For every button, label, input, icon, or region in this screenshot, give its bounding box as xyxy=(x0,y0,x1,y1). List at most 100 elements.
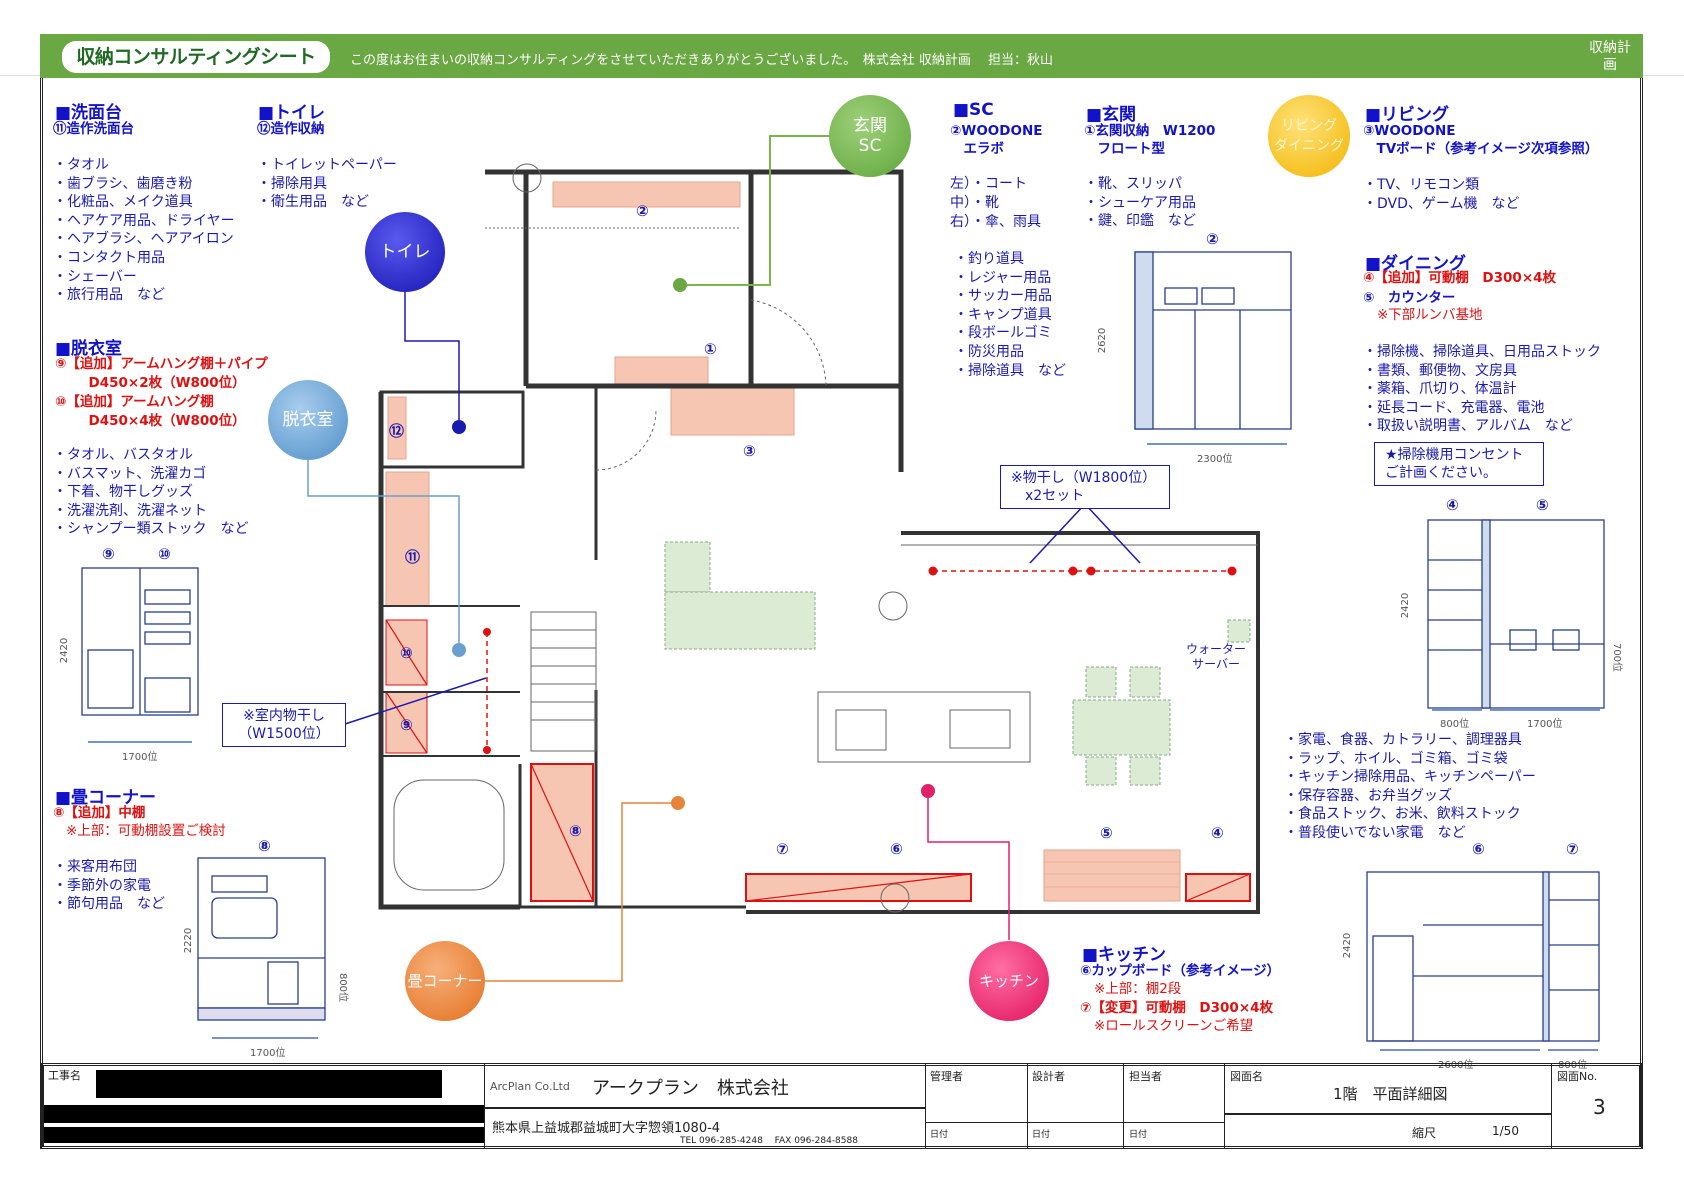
plan-label-4: ④ xyxy=(1211,824,1224,842)
list-item: トイレットペーパー xyxy=(257,156,397,175)
laundry-note: ※物干し（W1800位） x2セット xyxy=(1000,465,1170,509)
list-item: 防災用品 xyxy=(954,343,1066,362)
kitchen-island xyxy=(817,691,1031,763)
storage-12 xyxy=(387,396,407,460)
living-item1: ③WOODONE xyxy=(1363,123,1456,139)
list-item: レジャー用品 xyxy=(954,269,1066,288)
elev-label-9: ⑨ xyxy=(102,545,115,563)
list-item: 掃除道具 など xyxy=(954,362,1066,381)
toilet-item: ⑫造作収納 xyxy=(257,121,325,137)
genkan-list: 靴、スリッパシューケア用品鍵、印鑑 など xyxy=(1084,175,1196,231)
kitchen-note6: ※上部：棚2段 xyxy=(1094,981,1182,997)
laundry-note-line1: ※物干し（W1800位） xyxy=(1011,470,1157,486)
dining-width-1: 800位 xyxy=(1440,719,1470,730)
tatami-note: ※上部：可動棚設置ご検討 xyxy=(66,823,226,839)
outlet-note-line2: ご計画ください。 xyxy=(1385,465,1497,481)
date-label-3: 日付 xyxy=(1129,1130,1148,1140)
elevation-6-7 xyxy=(1366,871,1600,1042)
indoor-dry-line2: （W1500位） xyxy=(238,726,330,742)
plan-label-2: ② xyxy=(636,202,649,220)
datsui-heading: ■脱衣室 xyxy=(55,339,123,359)
plan-label-5: ⑤ xyxy=(1100,824,1113,842)
plan-label-6: ⑥ xyxy=(890,840,903,858)
kitchen-red7: ⑦【変更】可動棚 D300×4枚 xyxy=(1080,1000,1274,1016)
greeting-text: この度はお住まいの収納コンサルティングをさせていただきありがとうございました。 … xyxy=(350,53,1053,68)
datsui-red-notes: ⑨【追加】アームハング棚＋パイプ D450×2枚（W800位） ⑩【追加】アーム… xyxy=(55,355,268,431)
list-item: 節句用品 など xyxy=(53,895,165,914)
plan-label-7: ⑦ xyxy=(776,840,789,858)
sc-position-center: 中）・靴 xyxy=(950,195,999,211)
datsui-width: 1700位 xyxy=(122,752,158,763)
company-name: アークプラン 株式会社 xyxy=(592,1078,789,1099)
list-item: 季節外の家電 xyxy=(53,877,165,896)
project-label: 工事名 xyxy=(48,1069,81,1082)
tb-divider xyxy=(484,1063,485,1149)
plan-label-10: ⑩ xyxy=(400,644,413,662)
tb-divider-2 xyxy=(1551,1063,1552,1149)
designer-label: 設計者 xyxy=(1032,1070,1065,1083)
outlet-note: ★掃除機用コンセント ご計画ください。 xyxy=(1374,442,1544,486)
dining-table xyxy=(1072,699,1171,756)
tb-cell xyxy=(1027,1063,1124,1149)
sc-position-left: 左）・コート xyxy=(950,176,1027,192)
datsui-red-3: ⑩【追加】アームハング棚 xyxy=(55,394,214,410)
elev-label-2: ② xyxy=(1206,230,1219,248)
list-item: 来客用布団 xyxy=(53,858,165,877)
sc-positions: 左）・コート 中）・靴 右）・傘、雨具 xyxy=(950,175,1041,232)
indoor-dry-note: ※室内物干し （W1500位） xyxy=(222,703,346,747)
list-item: ヘアブラシ、ヘアアイロン xyxy=(53,230,235,249)
plan-tag: 収納計画 xyxy=(1589,40,1631,73)
company-logo: ArcPlan Co.Ltd xyxy=(490,1080,570,1093)
datsui-red-1: ⑨【追加】アームハング棚＋パイプ xyxy=(55,356,268,372)
title-block xyxy=(41,1063,1642,1149)
dining-list: 掃除機、掃除道具、日用品ストック書類、郵便物、文房具薬箱、爪切り、体温計延長コー… xyxy=(1363,343,1601,436)
tatami-red: ⑧【追加】中棚 xyxy=(53,805,146,821)
kitchen-heading: ■キッチン xyxy=(1082,945,1167,965)
elev-label-6: ⑥ xyxy=(1472,840,1485,858)
circle-genkan-sc: 玄関 SC xyxy=(829,95,911,177)
elev-label-10: ⑩ xyxy=(158,545,171,563)
drawing-name: 1階 平面詳細図 xyxy=(1333,1085,1448,1103)
sc-item1: ②WOODONE xyxy=(950,123,1043,139)
dining-height: 2420 xyxy=(1400,592,1412,619)
datsui-height: 2420 xyxy=(59,637,71,664)
list-item: 靴、スリッパ xyxy=(1084,175,1196,194)
list-item: 衛生用品 など xyxy=(257,193,397,212)
company-address: 熊本県上益城郡益城町大字惣領1080-4 xyxy=(492,1121,721,1136)
stairs xyxy=(530,611,597,752)
living-heading: ■リビング xyxy=(1365,105,1450,125)
plan-label-9: ⑨ xyxy=(400,716,413,734)
circle-tatami: 畳コーナー xyxy=(405,941,485,1021)
elev-label-8: ⑧ xyxy=(258,837,271,855)
list-item: コンタクト用品 xyxy=(53,249,235,268)
dining-width-2: 1700位 xyxy=(1527,719,1563,730)
tb-rule-2 xyxy=(925,1122,1225,1123)
toilet-list: トイレットペーパー掃除用具衛生用品 など xyxy=(257,156,397,212)
drawing-name-label: 図面名 xyxy=(1230,1070,1263,1083)
plan-label-3: ③ xyxy=(743,442,756,460)
genkan-height: 2620 xyxy=(1097,327,1109,354)
senmen-list: タオル歯ブラシ、歯磨き粉化粧品、メイク道具ヘアケア用品、ドライヤーヘアブラシ、ヘ… xyxy=(53,156,235,305)
list-item: タオル xyxy=(53,156,235,175)
storage-2 xyxy=(552,181,741,208)
list-item: 旅行用品 など xyxy=(53,286,235,305)
list-item: 鍵、印鑑 など xyxy=(1084,212,1196,231)
storage-11 xyxy=(385,471,430,607)
living-item2: TVボード（参考イメージ次項参照） xyxy=(1363,141,1599,157)
genkan-item1: ①玄関収納 W1200 xyxy=(1084,123,1216,139)
tatami-heading: ■畳コーナー xyxy=(55,788,157,808)
signoff-cells xyxy=(925,1063,1225,1149)
list-item: ヘアケア用品、ドライヤー xyxy=(53,212,235,231)
elev-label-7: ⑦ xyxy=(1566,840,1579,858)
sc-list: 釣り道具レジャー用品サッカー用品キャンプ道具段ボールゴミ防災用品掃除道具 など xyxy=(954,250,1066,380)
list-item: シェーバー xyxy=(53,268,235,287)
redacted-project-name xyxy=(96,1070,442,1098)
list-item: 段ボールゴミ xyxy=(954,324,1066,343)
drawing-no: 3 xyxy=(1593,1095,1606,1119)
list-item: 取扱い説明書、アルバム など xyxy=(1363,417,1601,436)
tb-rule xyxy=(484,1107,925,1109)
datsui-red-4: D450×4枚（W800位） xyxy=(75,413,246,429)
circle-datsui: 脱衣室 xyxy=(268,380,348,460)
redacted-block-1 xyxy=(44,1105,484,1123)
list-item: 普段使いでない家電 など xyxy=(1284,824,1536,843)
